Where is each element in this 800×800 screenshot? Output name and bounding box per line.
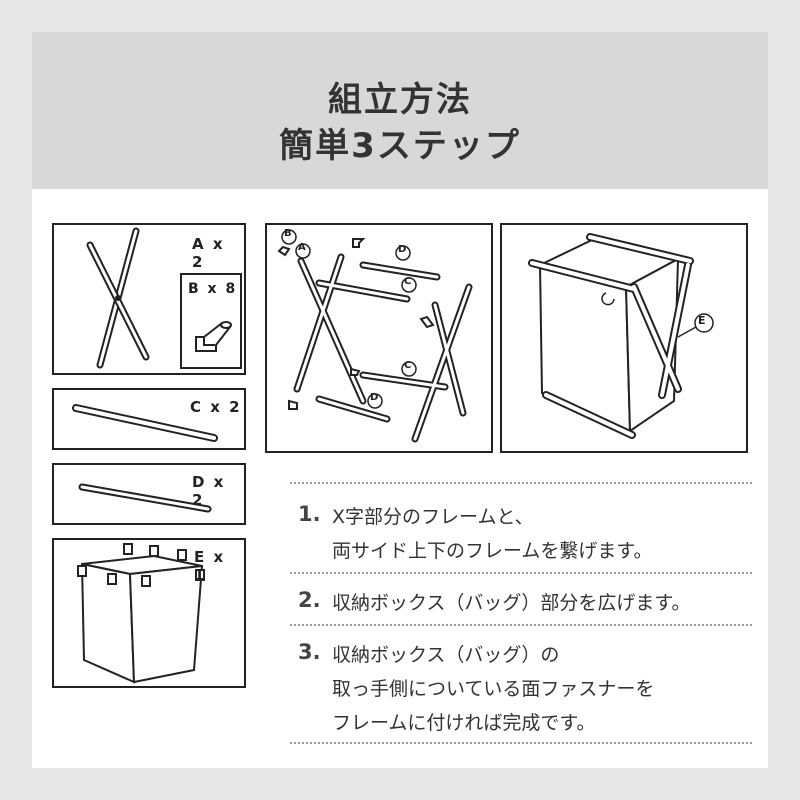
callout-a: A <box>298 242 306 253</box>
title-three-steps: 簡単3ステップ <box>279 126 521 166</box>
assembly-diagram-panel: B A D C C D <box>265 223 493 453</box>
divider <box>290 742 752 744</box>
step-3-line-2: 取っ手側についている面ファスナーを <box>332 678 655 700</box>
callout-c-top: C <box>404 276 412 287</box>
step-2-number: 2. <box>298 588 321 612</box>
corner-joint-illustration <box>195 321 232 352</box>
storage-bag-illustration <box>77 543 205 684</box>
step-3-line-1: 収納ボックス（バッグ）の <box>332 644 560 666</box>
divider <box>290 482 752 484</box>
x-frame-illustration <box>86 227 150 369</box>
callout-c-bottom: C <box>404 360 412 371</box>
step-1-line-1: X字部分のフレームと、 <box>332 506 534 528</box>
part-d-panel: D x 2 <box>52 463 246 525</box>
divider <box>290 572 752 574</box>
callout-b: B <box>284 228 292 239</box>
header-banner: 組立方法 簡単3ステップ <box>32 32 768 189</box>
step-2-line-1: 収納ボックス（バッグ）部分を広げます。 <box>332 592 691 614</box>
step-3-line-3: フレームに付ければ完成です。 <box>332 712 596 734</box>
assembly-instructions-card: 組立方法 簡単3ステップ A x 2 B x 8 C x 2 <box>32 32 768 768</box>
callout-d-bottom: D <box>370 392 379 403</box>
callout-e: E <box>698 314 706 327</box>
exploded-assembly-illustration <box>277 229 473 443</box>
part-e-label: E x 1 <box>194 548 226 584</box>
part-d-label: D x 2 <box>192 473 226 509</box>
part-c-panel: C x 2 <box>52 388 246 450</box>
completed-hamper-illustration <box>528 233 714 439</box>
step-1-line-2: 両サイド上下のフレームを繋げます。 <box>332 540 653 562</box>
part-e-panel: E x 1 <box>52 538 246 688</box>
part-b-label: B x 8 <box>188 281 238 297</box>
d-pipe-illustration <box>78 483 212 513</box>
c-pipe-illustration <box>72 404 218 442</box>
divider <box>290 624 752 626</box>
step-1-number: 1. <box>298 502 321 526</box>
part-a-label: A x 2 <box>192 235 225 271</box>
callout-d-top: D <box>398 244 407 255</box>
part-a-panel: A x 2 B x 8 <box>52 223 246 375</box>
step-3-number: 3. <box>298 640 321 664</box>
completed-product-panel: E <box>500 223 748 453</box>
part-c-label: C x 2 <box>190 398 242 416</box>
part-b-panel: B x 8 <box>180 273 242 369</box>
title-assembly-method: 組立方法 <box>328 80 472 120</box>
